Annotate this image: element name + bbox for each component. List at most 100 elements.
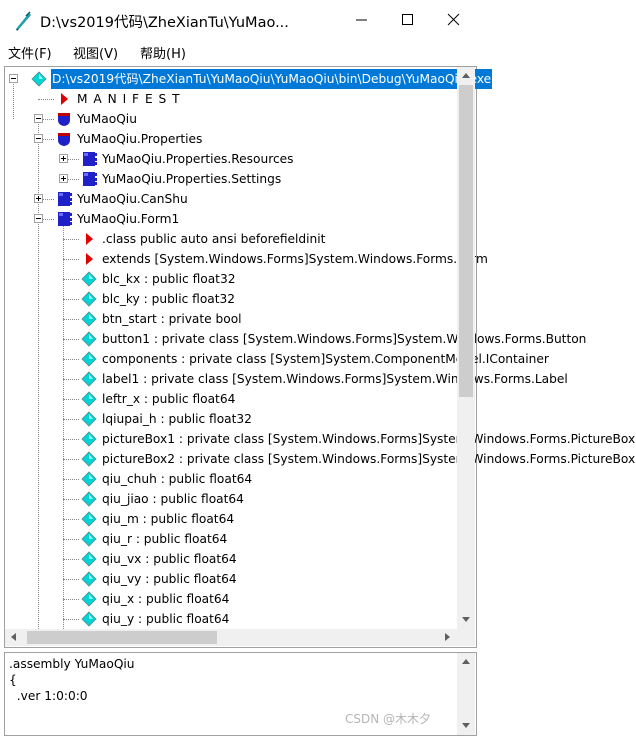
tree-node-label[interactable]: qiu_r : public float64 (102, 532, 228, 546)
tree-guide-line (63, 179, 79, 180)
tree-guide-line (63, 559, 79, 560)
menu-bar: 文件(F) 视图(V) 帮助(H) (0, 40, 477, 62)
assembly-tree[interactable]: D:\vs2019代码\ZheXianTu\YuMaoQiu\YuMaoQiu\… (5, 67, 635, 629)
tree-node-label[interactable]: qiu_vx : public float64 (102, 552, 237, 566)
tree-row[interactable]: .class public auto ansi beforefieldinit (5, 229, 457, 249)
tree-row[interactable]: YuMaoQiu.Properties.Settings (5, 169, 457, 189)
tree-row[interactable]: pictureBox2 : private class [System.Wind… (5, 449, 635, 469)
tree-row[interactable]: YuMaoQiu.Form1 (5, 209, 457, 229)
disassembly-panel[interactable]: .assembly YuMaoQiu { .ver 1:0:0:0 (4, 652, 477, 736)
collapse-minus-icon[interactable] (34, 214, 43, 223)
tree-vertical-scroll-thumb[interactable] (459, 85, 473, 397)
tree-node-label[interactable]: YuMaoQiu.Form1 (77, 212, 180, 226)
expand-plus-icon[interactable] (34, 194, 43, 203)
class-icon (81, 151, 97, 167)
field-diamond-icon (81, 331, 97, 347)
tree-row[interactable]: lqiupai_h : public float32 (5, 409, 457, 429)
tree-row[interactable]: leftr_x : public float64 (5, 389, 457, 409)
tree-node-label[interactable]: D:\vs2019代码\ZheXianTu\YuMaoQiu\YuMaoQiu\… (51, 69, 493, 89)
field-diamond-icon (81, 571, 97, 587)
tree-guide-line (63, 159, 79, 160)
collapse-minus-icon[interactable] (34, 134, 43, 143)
tree-node-label[interactable]: qiu_chuh : public float64 (102, 472, 253, 486)
tree-row[interactable]: pictureBox1 : private class [System.Wind… (5, 429, 635, 449)
tree-row[interactable]: qiu_vy : public float64 (5, 569, 457, 589)
field-diamond-icon (81, 551, 97, 567)
tree-node-label[interactable]: leftr_x : public float64 (102, 392, 236, 406)
tree-node-label[interactable]: YuMaoQiu.CanShu (77, 192, 188, 206)
tree-row[interactable]: qiu_y : public float64 (5, 609, 457, 629)
tree-row[interactable]: blc_kx : public float32 (5, 269, 457, 289)
tree-guide-line (63, 439, 79, 440)
manifest-triangle-icon (56, 91, 72, 107)
tree-node-label[interactable]: pictureBox1 : private class [System.Wind… (102, 432, 636, 446)
maximize-button[interactable] (385, 0, 431, 40)
scrollbar-corner (457, 629, 475, 646)
tree-horizontal-scrollbar[interactable] (5, 629, 457, 646)
tree-row[interactable]: extends [System.Windows.Forms]System.Win… (5, 249, 488, 269)
scroll-up-arrow-icon[interactable] (462, 73, 470, 78)
tree-row[interactable]: blc_ky : public float32 (5, 289, 457, 309)
tree-row[interactable]: components : private class [System]Syste… (5, 349, 549, 369)
tree-node-label[interactable]: M A N I F E S T (77, 92, 181, 106)
tree-node-label[interactable]: qiu_jiao : public float64 (102, 492, 244, 506)
tree-guide-line (63, 499, 79, 500)
tree-node-label[interactable]: blc_kx : public float32 (102, 272, 236, 286)
scroll-down-arrow-icon[interactable] (462, 617, 470, 622)
expand-plus-icon[interactable] (59, 174, 68, 183)
tree-vertical-scrollbar[interactable] (457, 67, 475, 629)
tree-node-label[interactable]: blc_ky : public float32 (102, 292, 236, 306)
tree-node-label[interactable]: extends [System.Windows.Forms]System.Win… (102, 252, 488, 266)
expand-plus-icon[interactable] (59, 154, 68, 163)
scroll-right-arrow-icon[interactable] (445, 633, 450, 641)
tree-node-label[interactable]: qiu_x : public float64 (102, 592, 230, 606)
tree-row[interactable]: M A N I F E S T (5, 89, 457, 109)
scroll-up-arrow-icon[interactable] (462, 659, 470, 664)
tree-row[interactable]: D:\vs2019代码\ZheXianTu\YuMaoQiu\YuMaoQiu\… (5, 69, 493, 89)
tree-node-label[interactable]: lqiupai_h : public float32 (102, 412, 252, 426)
collapse-minus-icon[interactable] (9, 74, 18, 83)
minimize-button[interactable] (339, 0, 385, 40)
tree-node-label[interactable]: pictureBox2 : private class [System.Wind… (102, 452, 636, 466)
tree-row[interactable]: YuMaoQiu.Properties.Resources (5, 149, 457, 169)
tree-row[interactable]: label1 : private class [System.Windows.F… (5, 369, 568, 389)
menu-help[interactable]: 帮助(H) (140, 47, 186, 62)
tree-row[interactable]: qiu_chuh : public float64 (5, 469, 457, 489)
tree-node-label[interactable]: qiu_y : public float64 (102, 612, 230, 626)
tree-row[interactable]: qiu_vx : public float64 (5, 549, 457, 569)
collapse-minus-icon[interactable] (34, 114, 43, 123)
close-button[interactable] (431, 0, 477, 40)
tree-guide-line (38, 199, 54, 200)
scroll-down-arrow-icon[interactable] (462, 723, 470, 728)
tree-node-label[interactable]: YuMaoQiu (77, 112, 137, 126)
tree-node-label[interactable]: YuMaoQiu.Properties.Resources (102, 152, 294, 166)
tree-guide-line (13, 79, 14, 119)
tree-row[interactable]: button1 : private class [System.Windows.… (5, 329, 586, 349)
tree-row[interactable]: qiu_m : public float64 (5, 509, 457, 529)
tree-guide-line (63, 339, 79, 340)
tree-row[interactable]: YuMaoQiu.CanShu (5, 189, 457, 209)
tree-node-label[interactable]: .class public auto ansi beforefieldinit (102, 232, 326, 246)
menu-file[interactable]: 文件(F) (8, 47, 52, 62)
tree-row[interactable]: btn_start : private bool (5, 309, 457, 329)
tree-row[interactable]: qiu_x : public float64 (5, 589, 457, 609)
tree-node-label[interactable]: YuMaoQiu.Properties.Settings (102, 172, 282, 186)
tree-node-label[interactable]: qiu_vy : public float64 (102, 572, 237, 586)
tree-node-label[interactable]: btn_start : private bool (102, 312, 242, 326)
tree-horizontal-scroll-thumb[interactable] (27, 631, 217, 644)
tree-node-label[interactable]: YuMaoQiu.Properties (77, 132, 203, 146)
disassembly-vertical-scrollbar[interactable] (457, 653, 475, 735)
scroll-left-arrow-icon[interactable] (11, 633, 16, 641)
tree-row[interactable]: qiu_jiao : public float64 (5, 489, 457, 509)
menu-view[interactable]: 视图(V) (73, 47, 119, 62)
tree-guide-line (63, 379, 79, 380)
tree-row[interactable]: YuMaoQiu.Properties (5, 129, 457, 149)
tree-row[interactable]: qiu_r : public float64 (5, 529, 457, 549)
close-icon (447, 13, 460, 26)
tree-node-label[interactable]: label1 : private class [System.Windows.F… (102, 372, 568, 386)
tree-row[interactable]: YuMaoQiu (5, 109, 457, 129)
tree-node-label[interactable]: qiu_m : public float64 (102, 512, 235, 526)
tree-node-label[interactable]: components : private class [System]Syste… (102, 352, 549, 366)
tree-guide-line (38, 99, 54, 100)
tree-node-label[interactable]: button1 : private class [System.Windows.… (102, 332, 587, 346)
